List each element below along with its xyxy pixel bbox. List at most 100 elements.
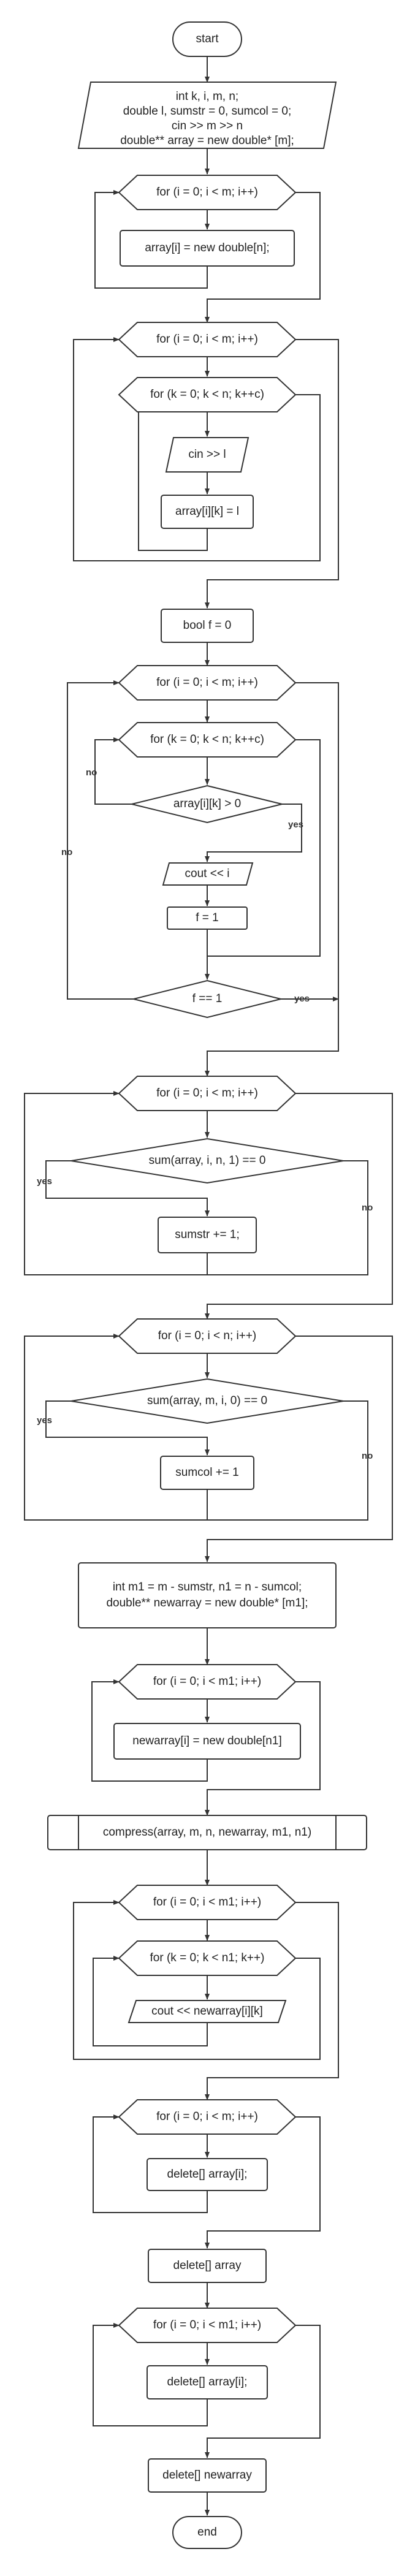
flow-nodes: start int k, i, m, n; double l, sumstr =…: [47, 21, 367, 2549]
flag-init-process: bool f = 0: [161, 609, 254, 643]
edge: [45, 1160, 210, 1217]
svg-text:delete[] newarray: delete[] newarray: [162, 2469, 252, 2482]
edge: [73, 1900, 321, 2060]
svg-text:cout << i: cout << i: [185, 867, 230, 880]
cond-positive-decision: array[i][k] > 0: [131, 785, 283, 824]
svg-text:cin >> m >> n: cin >> m >> n: [172, 120, 243, 132]
svg-text:int k, i, m, n;: int k, i, m, n;: [176, 90, 238, 103]
edge: [91, 1679, 208, 1782]
end-terminal: end: [172, 2516, 242, 2549]
loop6-hexagon: for (i = 0; i < m1; i++): [118, 1664, 297, 1700]
svg-text:for (i = 0; i < n; i++): for (i = 0; i < n; i++): [158, 1329, 257, 1342]
flow-edges: [24, 56, 393, 2516]
edge: [24, 1091, 208, 1275]
svg-text:for (k = 0; k < n; k++c): for (k = 0; k < n; k++c): [150, 733, 264, 746]
svg-text:delete[] array[i];: delete[] array[i];: [167, 2168, 248, 2181]
new-dims-process: int m1 = m - sumstr, n1 = n - sumcol; do…: [78, 1562, 337, 1628]
svg-text:for (k = 0; k < n1; k++): for (k = 0; k < n1; k++): [150, 1951, 265, 1964]
cond-flag-decision: f == 1: [133, 979, 281, 1019]
svg-text:f = 1: f = 1: [196, 911, 219, 924]
delete-rows-process: delete[] array[i];: [147, 2158, 268, 2191]
inc-sumstr-process: sumstr += 1;: [158, 1217, 257, 1253]
svg-text:array[i][k] = l: array[i][k] = l: [175, 505, 239, 518]
edge-label-yes: yes: [37, 1176, 52, 1187]
svg-text:double l, sumstr = 0, sumcol =: double l, sumstr = 0, sumcol = 0;: [123, 105, 292, 118]
edge: [205, 1681, 321, 1816]
edge-label-yes: yes: [294, 994, 310, 1004]
loop3-outer-hexagon: for (i = 0; i < m; i++): [118, 665, 297, 701]
edge: [205, 682, 339, 1077]
svg-text:for (k = 0; k < n; k++c): for (k = 0; k < n; k++c): [150, 388, 264, 401]
loop2-outer-hexagon: for (i = 0; i < m; i++): [118, 322, 297, 357]
loop7-inner-hexagon: for (k = 0; k < n1; k++): [118, 1940, 297, 1976]
edge: [205, 804, 302, 862]
svg-text:for (i = 0; i < m; i++): for (i = 0; i < m; i++): [156, 186, 258, 199]
svg-text:for (i = 0; i < m; i++): for (i = 0; i < m; i++): [156, 2110, 258, 2123]
loop8-hexagon: for (i = 0; i < m; i++): [118, 2099, 297, 2135]
svg-text:array[i][k] > 0: array[i][k] > 0: [173, 797, 241, 810]
edge: [94, 190, 208, 289]
svg-text:cout << newarray[i][k]: cout << newarray[i][k]: [151, 2005, 263, 2018]
edge-labels: no yes no yes yes no yes no: [37, 767, 373, 1461]
svg-text:compress(array, m, n, newarray: compress(array, m, n, newarray, m1, n1): [103, 1826, 311, 1839]
svg-text:for (i = 0; i < m1; i++): for (i = 0; i < m1; i++): [153, 1675, 261, 1688]
edge: [93, 2323, 208, 2426]
print-i-io: cout << i: [162, 862, 254, 886]
loop2-inner-hexagon: for (k = 0; k < n; k++c): [118, 377, 297, 412]
edge: [24, 1334, 208, 1521]
delete-array-process: delete[] array: [148, 2249, 267, 2283]
loop5-hexagon: for (i = 0; i < n; i++): [118, 1318, 297, 1354]
edge: [94, 737, 132, 805]
edge: [93, 2114, 208, 2213]
svg-text:for (i = 0; i < m; i++): for (i = 0; i < m; i++): [156, 1087, 258, 1100]
edge: [93, 1956, 208, 2046]
svg-text:delete[] array[i];: delete[] array[i];: [167, 2376, 248, 2388]
svg-text:f == 1: f == 1: [192, 992, 223, 1005]
inc-sumcol-process: sumcol += 1: [160, 1456, 254, 1490]
edge: [205, 1093, 393, 1320]
loop1-hexagon: for (i = 0; i < m; i++): [118, 175, 297, 210]
svg-text:array[i] = new double[n];: array[i] = new double[n];: [145, 241, 269, 254]
cond-sum-col-decision: sum(array, m, i, 0) == 0: [70, 1378, 344, 1424]
cond-sum-row-decision: sum(array, i, n, 1) == 0: [70, 1138, 344, 1184]
edge: [205, 2325, 321, 2458]
svg-text:double** array = new double* [: double** array = new double* [m];: [120, 134, 294, 147]
edge: [207, 739, 321, 957]
print-new-io: cout << newarray[i][k]: [128, 2000, 287, 2023]
loop3-inner-hexagon: for (k = 0; k < n; k++c): [118, 722, 297, 758]
edge: [205, 2116, 321, 2249]
edge: [205, 1335, 393, 1562]
svg-text:end: end: [197, 2526, 217, 2539]
declare-io: int k, i, m, n; double l, sumstr = 0, su…: [77, 82, 337, 149]
svg-text:delete[] array: delete[] array: [173, 2259, 242, 2272]
svg-text:start: start: [196, 32, 219, 45]
edge: [45, 1400, 210, 1456]
read-l-io: cin >> l: [165, 437, 249, 473]
loop9-hexagon: for (i = 0; i < m1; i++): [118, 2308, 297, 2343]
loop7-outer-hexagon: for (i = 0; i < m1; i++): [118, 1885, 297, 1920]
svg-text:for (i = 0; i < m; i++): for (i = 0; i < m; i++): [156, 333, 258, 346]
edge: [207, 1400, 368, 1521]
svg-text:sumcol += 1: sumcol += 1: [175, 1466, 239, 1479]
edge: [73, 337, 321, 561]
edge: [205, 192, 321, 323]
edge-label-no: no: [362, 1203, 373, 1213]
alloc-new-rows-process: newarray[i] = new double[n1]: [113, 1723, 301, 1760]
svg-text:for (i = 0; i < m; i++): for (i = 0; i < m; i++): [156, 676, 258, 689]
edge-label-yes: yes: [288, 819, 303, 830]
edge-label-no: no: [362, 1451, 373, 1461]
edge-label-yes: yes: [37, 1415, 52, 1426]
svg-text:int m1 = m - sumstr, n1 = n -: int m1 = m - sumstr, n1 = n - sumcol;: [113, 1581, 302, 1594]
svg-text:for (i = 0; i < m1; i++): for (i = 0; i < m1; i++): [153, 1896, 261, 1909]
edge: [207, 1160, 368, 1275]
svg-text:cin >> l: cin >> l: [188, 448, 226, 461]
edge: [205, 339, 339, 609]
loop4-hexagon: for (i = 0; i < m; i++): [118, 1076, 297, 1111]
svg-text:newarray[i] = new double[n1]: newarray[i] = new double[n1]: [132, 1734, 281, 1747]
svg-text:double** newarray = new double: double** newarray = new double* [m1];: [106, 1597, 308, 1609]
assign-l-process: array[i][k] = l: [161, 495, 254, 529]
alloc-rows-process: array[i] = new double[n];: [120, 230, 295, 267]
compress-subprocess: compress(array, m, n, newarray, m1, n1): [47, 1815, 367, 1850]
svg-text:sum(array, m, i, 0) == 0: sum(array, m, i, 0) == 0: [147, 1394, 267, 1407]
